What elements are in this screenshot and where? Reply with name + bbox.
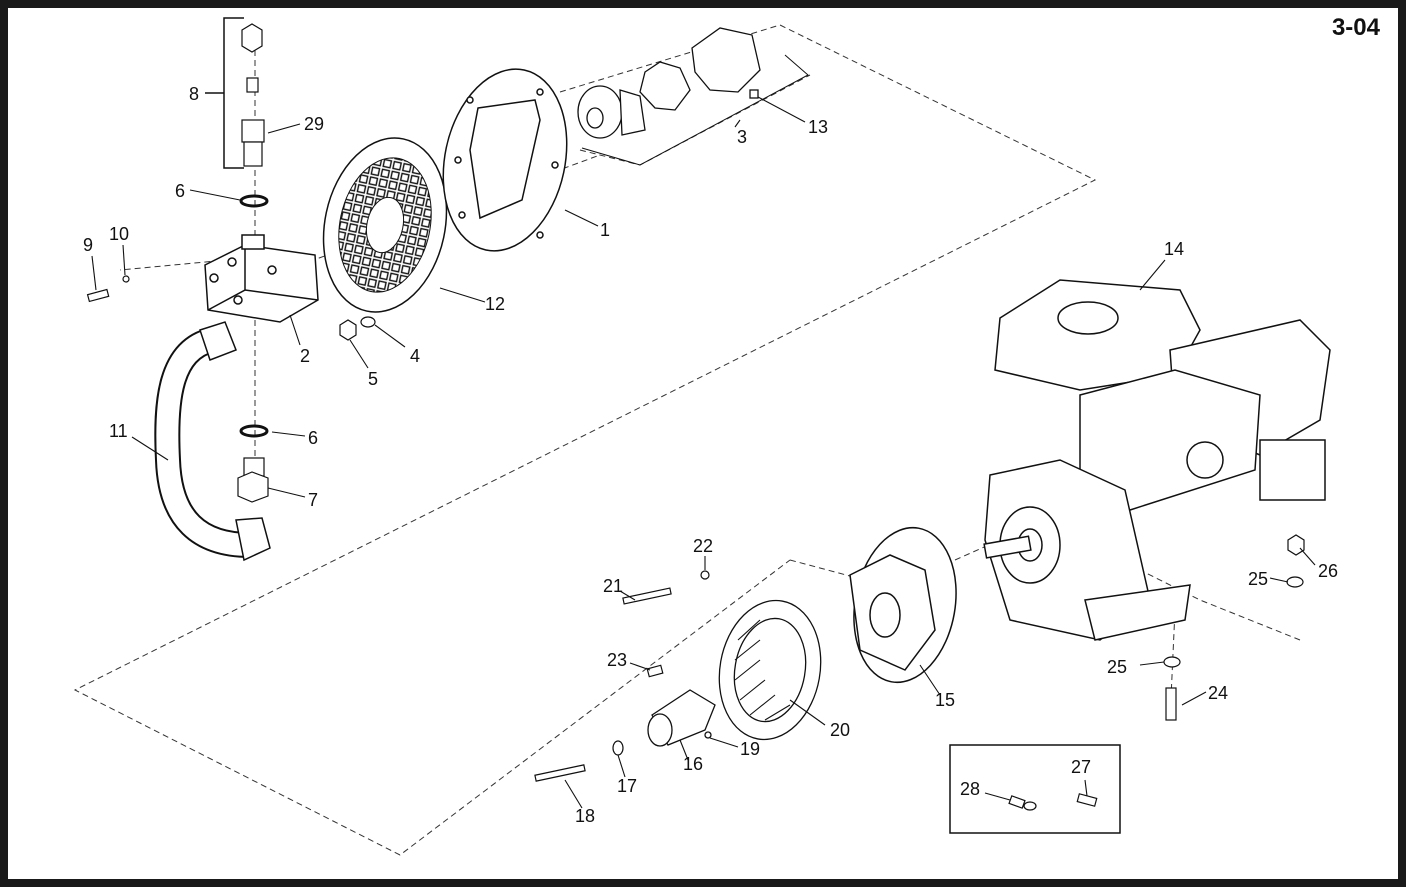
callout-6-top: 6 [175, 181, 186, 201]
nut-5 [339, 316, 376, 341]
callout-20: 20 [830, 720, 851, 740]
callout-25-lower: 25 [1107, 657, 1128, 677]
callout-5: 5 [368, 369, 379, 389]
bracket-8 [205, 17, 244, 169]
callout-2: 2 [300, 346, 311, 366]
o-ring-6-top [239, 194, 269, 208]
callout-14: 14 [1164, 239, 1185, 259]
callout-16: 16 [683, 754, 704, 774]
pump-2 [204, 234, 319, 323]
callout-9: 9 [83, 235, 94, 255]
callout-27: 27 [1071, 757, 1092, 777]
callout-23: 23 [607, 650, 628, 670]
inset-box-27-28 [949, 744, 1121, 834]
callout-6-bottom: 6 [308, 428, 319, 448]
inset-parts [1008, 793, 1098, 811]
screen-12 [322, 137, 448, 313]
callout-7: 7 [308, 490, 319, 510]
callout-19: 19 [740, 739, 761, 759]
fitting-nut-8 [241, 23, 265, 167]
bracket-3 [581, 54, 809, 166]
fan-housing-15 [849, 526, 957, 684]
page-id: 3-04 [1331, 14, 1380, 41]
fan-wheel-20 [718, 599, 822, 741]
callout-22: 22 [693, 536, 714, 556]
callout-15: 15 [935, 690, 956, 710]
callout-8: 8 [189, 84, 200, 104]
callout-18: 18 [575, 806, 596, 826]
callout-17: 17 [617, 776, 638, 796]
callout-26: 26 [1318, 561, 1339, 581]
callout-3: 3 [737, 127, 748, 147]
callout-13: 13 [808, 117, 829, 137]
callout-21: 21 [603, 576, 624, 596]
callout-10: 10 [109, 224, 130, 244]
fasteners-17-23 [534, 534, 1305, 782]
callout-4: 4 [410, 346, 421, 366]
leader-lines [91, 96, 1316, 809]
hub-16 [647, 689, 716, 747]
coupling-3 [577, 27, 761, 139]
adapter-plate-1 [442, 68, 568, 252]
callout-24: 24 [1208, 683, 1229, 703]
callout-29: 29 [304, 114, 325, 134]
engine-14 [983, 279, 1331, 641]
callout-11: 11 [109, 421, 128, 441]
callout-1: 1 [600, 220, 611, 240]
fitting-7 [237, 457, 269, 503]
o-ring-6-bottom [239, 424, 269, 438]
bolt-9 [86, 275, 130, 303]
callout-28: 28 [960, 779, 981, 799]
callout-25-upper: 25 [1248, 569, 1269, 589]
callout-12: 12 [485, 294, 506, 314]
